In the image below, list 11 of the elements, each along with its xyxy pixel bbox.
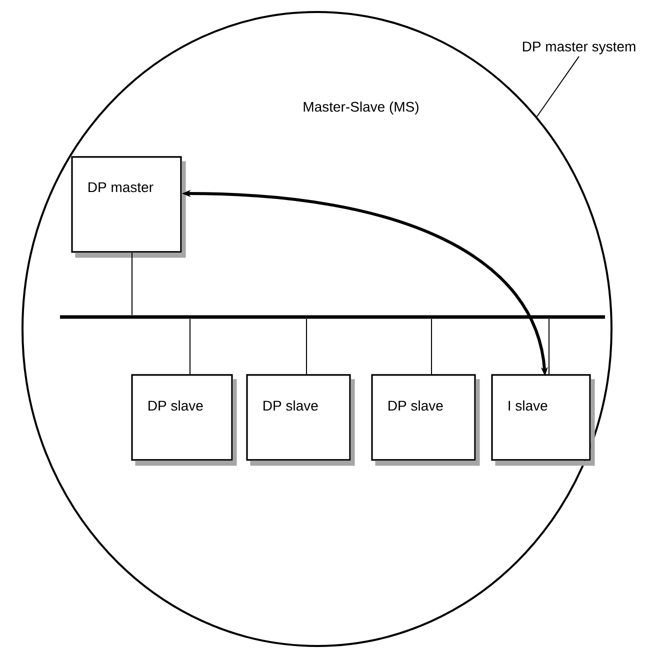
slave-box: DP slave — [371, 374, 480, 466]
connector-line — [431, 318, 432, 375]
slave-box: I slave — [491, 374, 595, 466]
connector-line — [548, 318, 550, 375]
ellipse-heading: Master-Slave (MS) — [304, 101, 418, 114]
system-label: DP master system — [522, 42, 636, 54]
slave-box: DP slave — [246, 374, 355, 466]
leader-line — [536, 56, 580, 118]
slave-box: DP slave — [131, 374, 237, 466]
master-box: DP master — [71, 156, 186, 258]
connector-line — [306, 318, 307, 375]
